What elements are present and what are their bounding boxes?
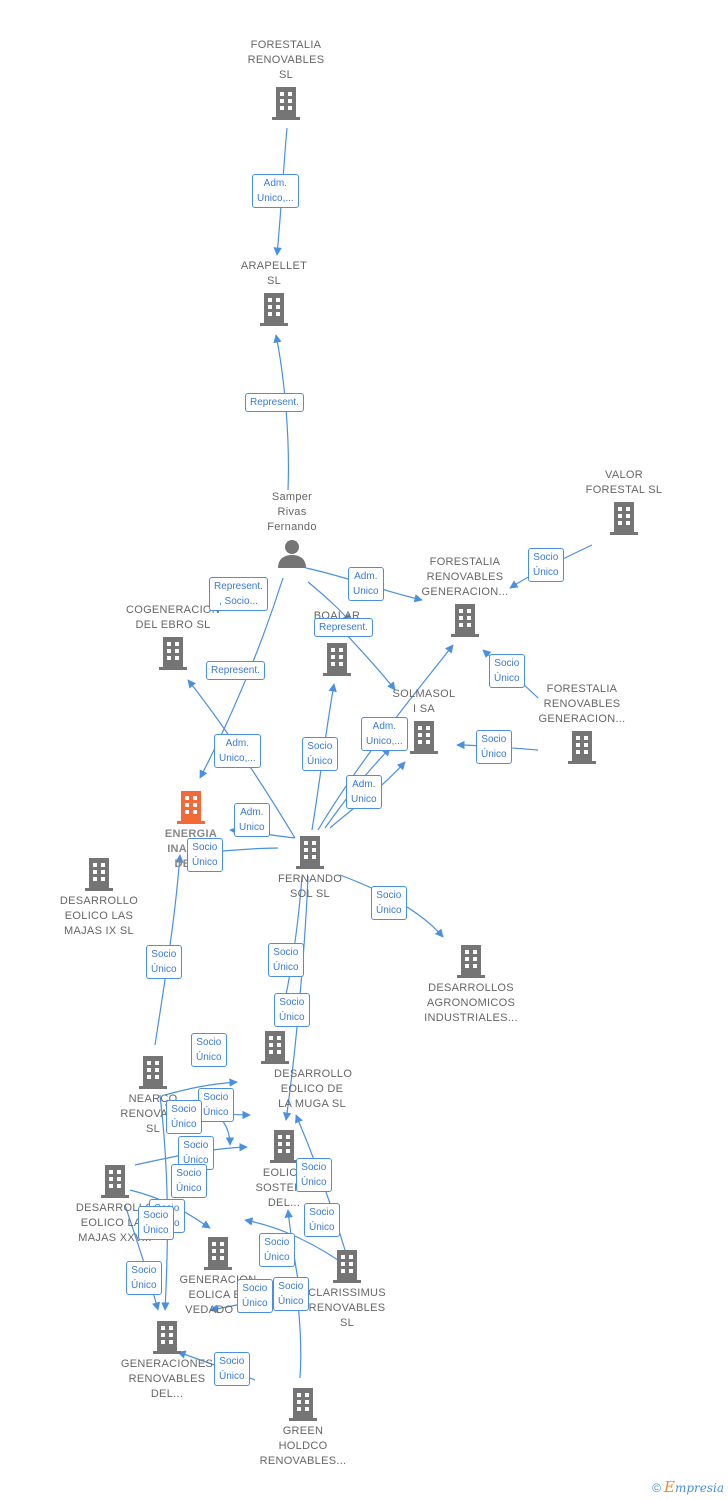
node-label: FORESTALIA RENOVABLES GENERACION... (538, 683, 626, 725)
edge-label[interactable]: Socio Único (273, 1277, 309, 1311)
edge (164, 1078, 238, 1096)
edge-label[interactable]: Adm. Unico (346, 775, 382, 809)
building-icon (410, 721, 438, 754)
building-icon (333, 1250, 361, 1283)
building-icon (261, 1031, 289, 1064)
node-label: FORESTALIA RENOVABLES SL (247, 39, 325, 81)
edge-label[interactable]: Represent. , Socio... (209, 577, 268, 611)
edge-label[interactable]: Adm. Unico (348, 567, 384, 601)
node-forestalia-renovables-generacion-1[interactable]: FORESTALIA RENOVABLES GENERACION... (390, 555, 540, 640)
building-icon (159, 637, 187, 670)
brand-logo-initial: E (663, 1478, 675, 1496)
edge-label[interactable]: Socio Único (171, 1164, 207, 1198)
edge (244, 1217, 339, 1261)
node-label: SOLMASOL I SA (392, 688, 456, 715)
node-label: DESARROLLO EOLICO LAS MAJAS IX SL (59, 895, 139, 937)
building-icon (296, 836, 324, 869)
edge-label[interactable]: Socio Único (198, 1088, 234, 1122)
edge-label[interactable]: Represent. (206, 661, 265, 680)
edge-label[interactable]: Socio Único (191, 1033, 227, 1067)
node-valor-forestal-sl[interactable]: VALOR FORESTAL SL (549, 468, 699, 538)
building-icon (568, 731, 596, 764)
edge-label[interactable]: Socio Único (126, 1261, 162, 1295)
building-icon (610, 502, 638, 535)
edge-label[interactable]: Socio Único (237, 1279, 273, 1313)
node-energia-inagotable-focus[interactable]: ENERGIA INAGO... DEL... (116, 787, 266, 872)
edge-label[interactable]: Socio Único (489, 654, 525, 688)
building-icon (323, 643, 351, 676)
building-icon (139, 1056, 167, 1089)
edge-label[interactable]: Socio Único (138, 1206, 174, 1240)
node-label: FORESTALIA RENOVABLES GENERACION... (421, 556, 509, 598)
node-label: GENERACIONES RENOVABLES DEL... (120, 1358, 214, 1400)
copyright-symbol: © (652, 1481, 661, 1495)
node-label: DESARROLLOS AGRONOMICOS INDUSTRIALES... (424, 982, 518, 1024)
edge-label[interactable]: Socio Único (476, 730, 512, 764)
node-label: CLARISSIMUS RENOVABLES SL (308, 1287, 386, 1329)
edge-label[interactable]: Adm. Unico (234, 803, 270, 837)
edge-label[interactable]: Adm. Unico,... (252, 174, 299, 208)
edge-label[interactable]: Adm. Unico,... (361, 717, 408, 751)
building-icon (457, 945, 485, 978)
node-label: FERNANDO SOL SL (277, 873, 343, 900)
node-forestalia-renovables-generacion-2[interactable]: FORESTALIA RENOVABLES GENERACION... (507, 682, 657, 767)
building-icon (204, 1237, 232, 1270)
node-label: EOLICA SOSTEN... DEL... (255, 1167, 313, 1209)
building-icon (272, 87, 300, 120)
node-forestalia-renovables-sl[interactable]: FORESTALIA RENOVABLES SL (211, 38, 361, 123)
edge-label[interactable]: Socio Único (166, 1100, 202, 1134)
edge (199, 577, 284, 779)
footer-branding[interactable]: ©Empresia (652, 1478, 724, 1496)
node-desarrollo-eolico-de-la-muga[interactable]: DESARROLLO EOLICO DE LA MUGA SL (200, 1027, 353, 1112)
node-label: VALOR FORESTAL SL (585, 469, 663, 496)
node-label: ARAPELLET SL (240, 260, 308, 287)
node-solmasol-i-sa[interactable]: SOLMASOL I SA (349, 687, 499, 757)
building-icon (270, 1130, 298, 1163)
building-icon (451, 604, 479, 637)
person-icon (278, 540, 306, 568)
node-label: GREEN HOLDCO RENOVABLES... (259, 1425, 347, 1467)
edge-label[interactable]: Socio Único (371, 886, 407, 920)
edge (273, 334, 290, 491)
node-generaciones-renovables[interactable]: GENERACIONES RENOVABLES DEL... (92, 1317, 242, 1402)
edge-label[interactable]: Socio Único (259, 1233, 295, 1267)
edge-label[interactable]: Socio Único (187, 838, 223, 872)
node-cogeneracion-del-ebro-sl[interactable]: COGENERACION DEL EBRO SL (98, 603, 248, 673)
edge-label[interactable]: Socio Único (214, 1352, 250, 1386)
edge-label[interactable]: Socio Único (528, 548, 564, 582)
node-label: COGENERACION DEL EBRO SL (125, 604, 221, 631)
node-samper-rivas-fernando[interactable]: Samper Rivas Fernando (217, 490, 367, 571)
node-desarrollo-eolico-las-majas-ix[interactable]: DESARROLLO EOLICO LAS MAJAS IX SL (24, 854, 174, 939)
edge-label[interactable]: Socio Único (268, 943, 304, 977)
node-desarrollos-agronomicos-industriales[interactable]: DESARROLLOS AGRONOMICOS INDUSTRIALES... (396, 941, 546, 1026)
brand-logo-text: mpresia (674, 1481, 724, 1495)
node-arapellet-sl[interactable]: ARAPELLET SL (199, 259, 349, 329)
building-icon (101, 1165, 129, 1198)
edge-label[interactable]: Socio Único (274, 993, 310, 1027)
building-icon (260, 293, 288, 326)
node-green-holdco-renovables[interactable]: GREEN HOLDCO RENOVABLES... (228, 1384, 378, 1469)
building-icon (153, 1321, 181, 1354)
node-eolica-sostenible[interactable]: EOLICA SOSTEN... DEL... (209, 1126, 359, 1211)
edge-label[interactable]: Socio Único (302, 737, 338, 771)
building-icon (289, 1388, 317, 1421)
node-clarissimus-renovables[interactable]: CLARISSIMUS RENOVABLES SL (272, 1246, 422, 1331)
edge-label[interactable]: Socio Único (296, 1158, 332, 1192)
edge-label[interactable]: Represent. (314, 618, 373, 637)
building-icon (177, 791, 205, 824)
edge-label[interactable]: Socio Único (146, 945, 182, 979)
edge-label[interactable]: Represent. (245, 393, 304, 412)
node-fernando-sol-sl[interactable]: FERNANDO SOL SL (235, 832, 385, 902)
edge-label[interactable]: Socio Único (304, 1203, 340, 1237)
node-label: DESARROLLO EOLICO DE LA MUGA SL (274, 1068, 353, 1110)
edge-label[interactable]: Adm. Unico,... (214, 734, 261, 768)
node-label: Samper Rivas Fernando (267, 491, 317, 533)
building-icon (85, 858, 113, 891)
